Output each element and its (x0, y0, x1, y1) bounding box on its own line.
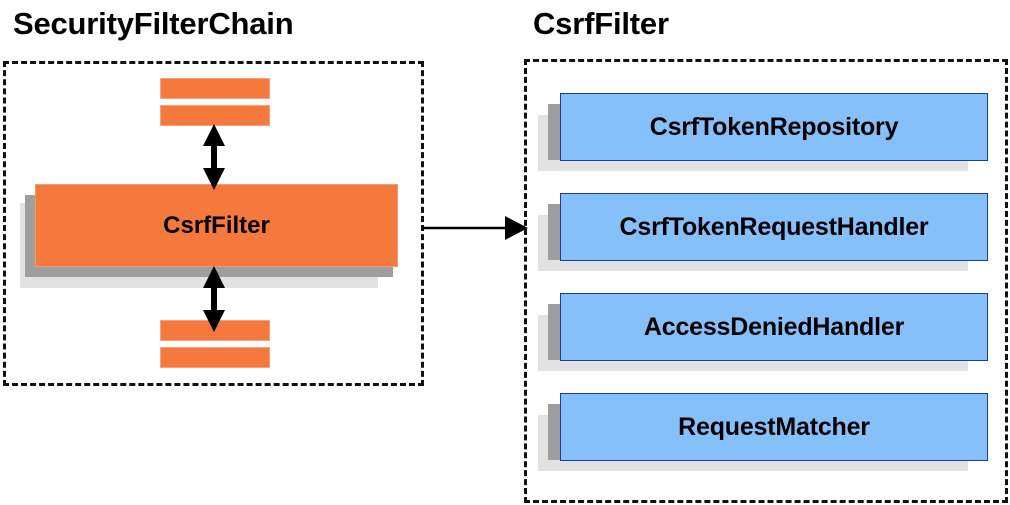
node-csrf-token-repository-label: CsrfTokenRepository (560, 93, 988, 161)
filter-bar-bottom-2 (160, 347, 270, 368)
node-access-denied-handler[interactable]: AccessDeniedHandler (538, 293, 988, 371)
node-access-denied-handler-label: AccessDeniedHandler (560, 293, 988, 361)
connector-chain-to-detail (423, 216, 528, 240)
filter-bar-top-1 (160, 78, 270, 99)
filter-bar-bottom-1 (160, 320, 270, 341)
panel-csrf-filter (524, 59, 1008, 503)
node-csrf-token-request-handler[interactable]: CsrfTokenRequestHandler (538, 193, 988, 271)
node-csrf-token-request-handler-label: CsrfTokenRequestHandler (560, 193, 988, 261)
node-csrf-filter-label: CsrfFilter (35, 184, 398, 267)
panel-security-filter-chain (3, 61, 424, 386)
node-request-matcher-label: RequestMatcher (560, 393, 988, 461)
node-csrf-token-repository[interactable]: CsrfTokenRepository (538, 93, 988, 171)
panel-title-csrf-filter: CsrfFilter (533, 6, 669, 41)
node-request-matcher[interactable]: RequestMatcher (538, 393, 988, 471)
node-csrf-filter[interactable]: CsrfFilter (20, 184, 398, 288)
panel-title-security-filter-chain: SecurityFilterChain (13, 6, 294, 41)
filter-bar-top-2 (160, 105, 270, 126)
